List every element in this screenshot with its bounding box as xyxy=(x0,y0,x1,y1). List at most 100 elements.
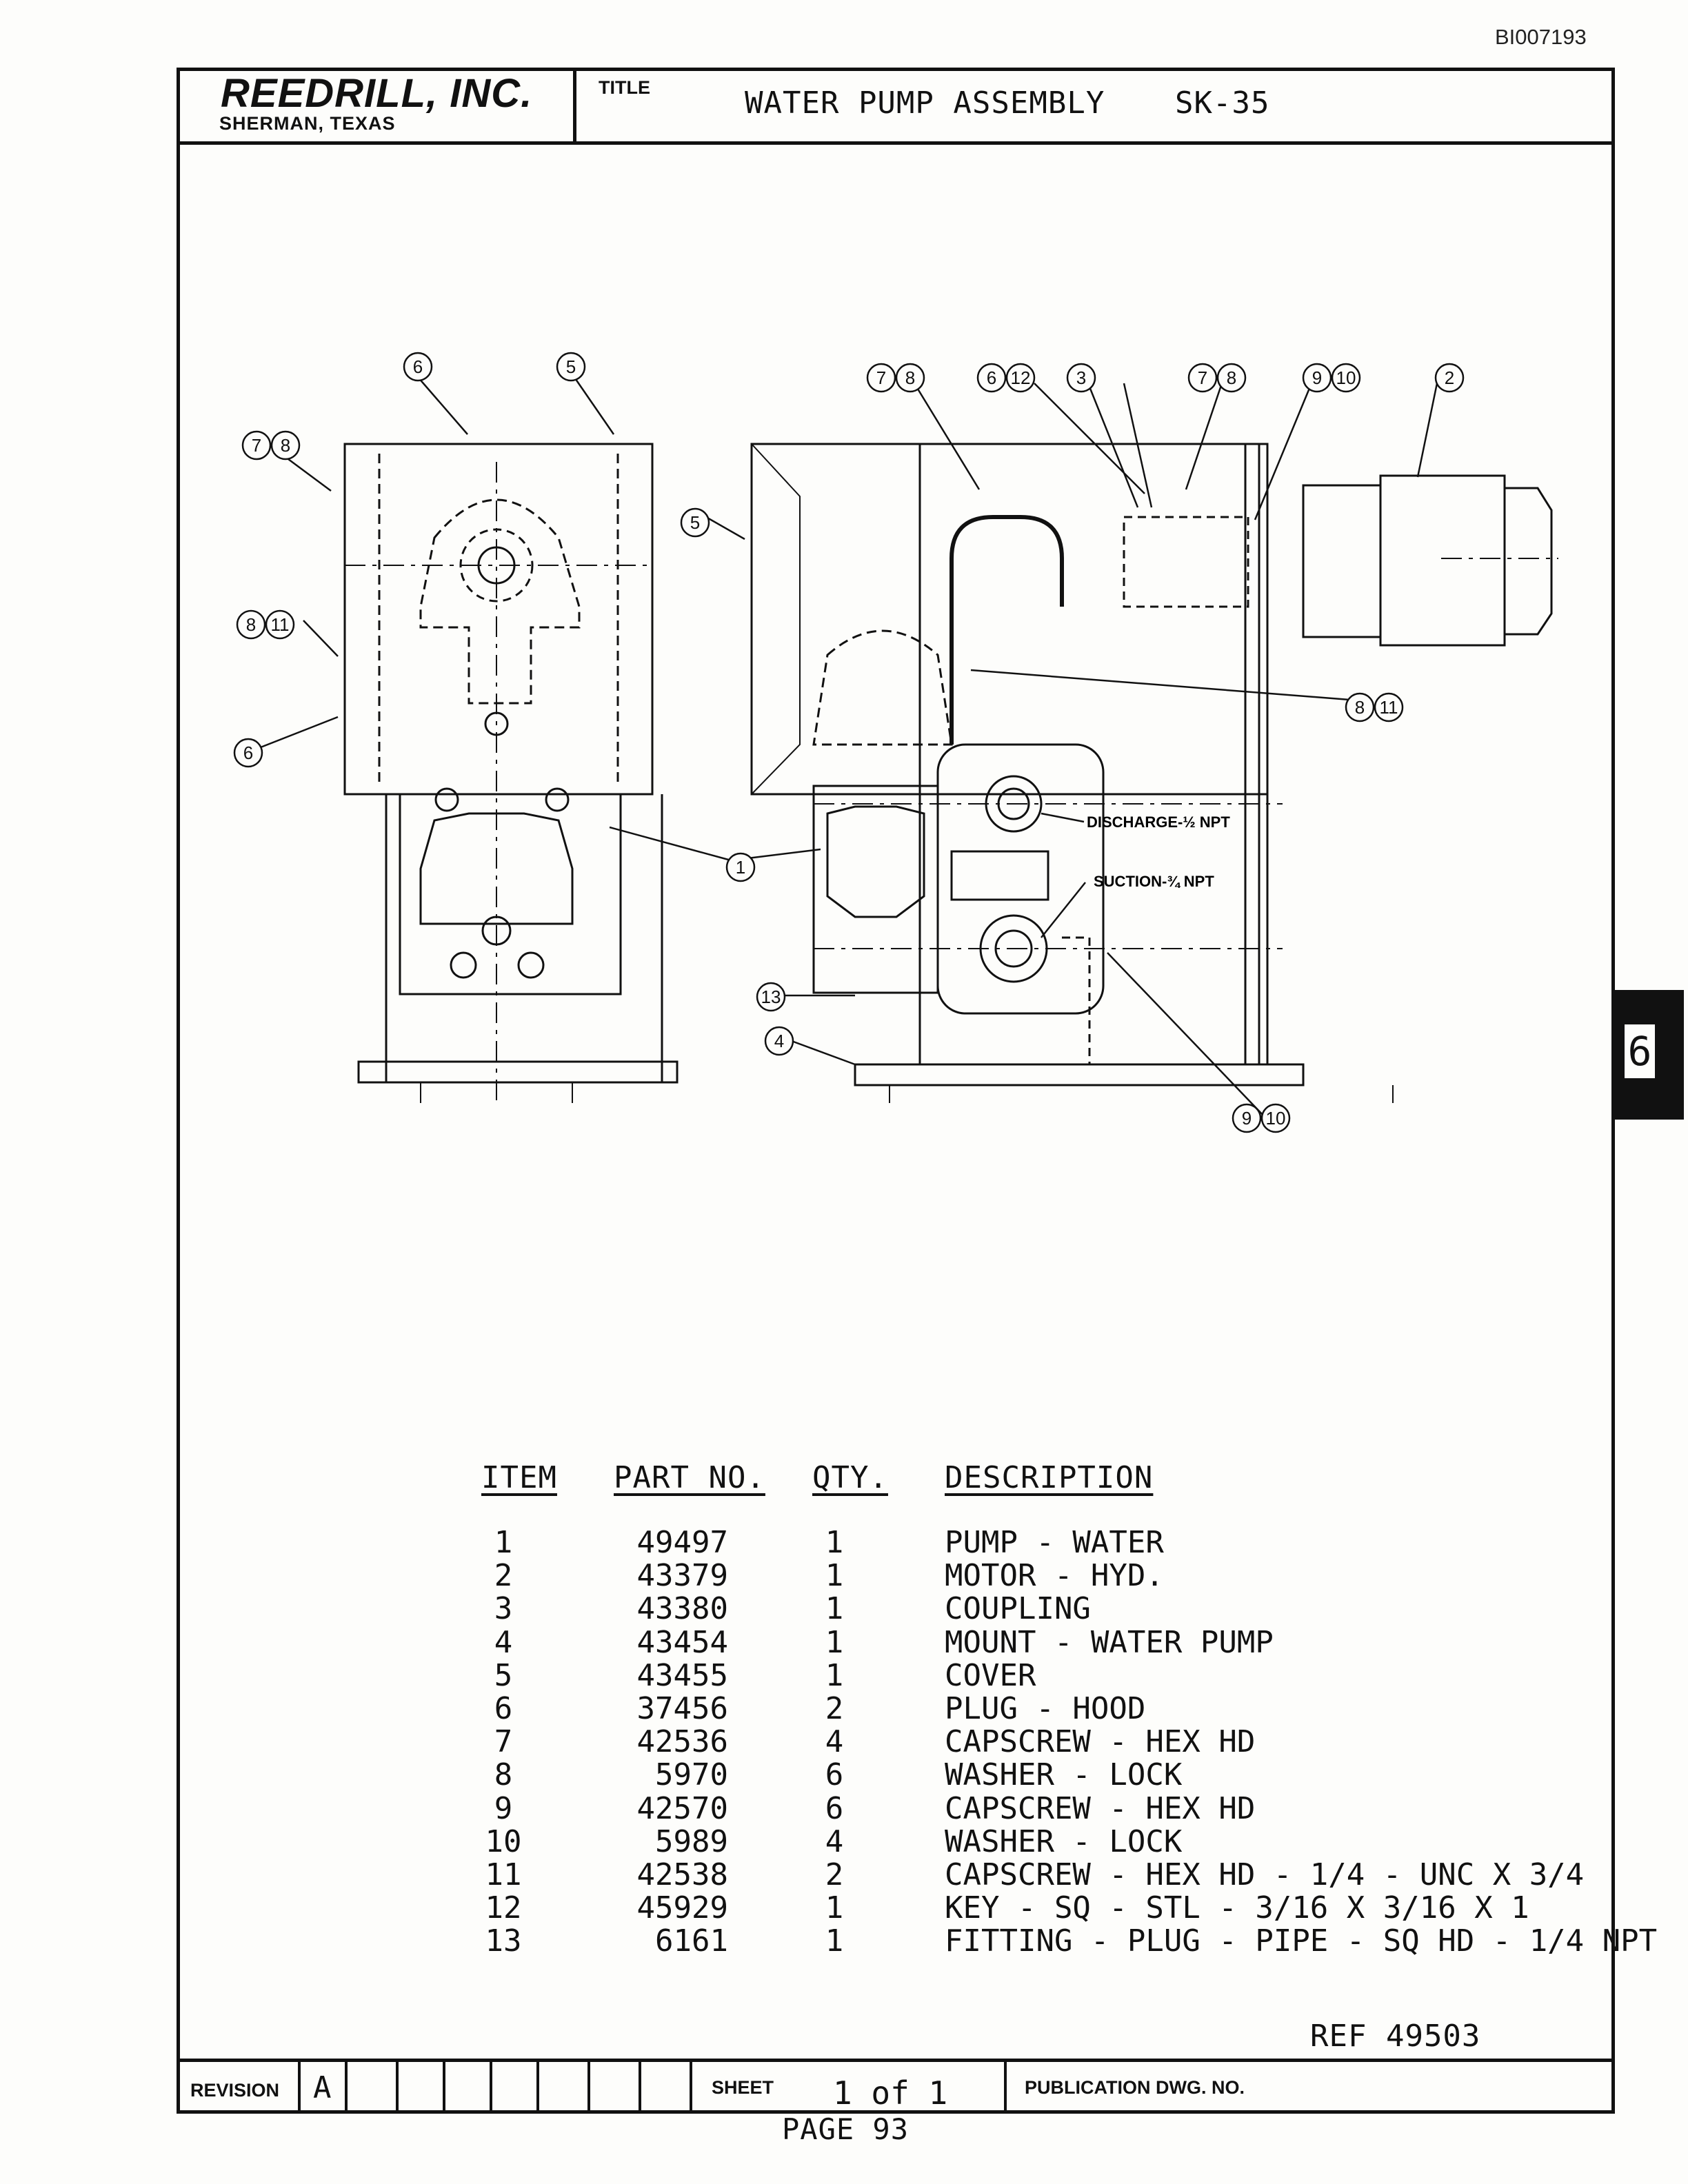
water-pump-body xyxy=(936,743,1105,1015)
left-cover xyxy=(343,443,654,796)
revision-value-cell: A xyxy=(301,2062,348,2114)
part-number: 42538 xyxy=(636,1857,728,1892)
sheet-label: SHEET xyxy=(712,2077,774,2098)
item-number: 7 xyxy=(494,1724,513,1760)
coupling xyxy=(1123,516,1249,608)
document-id: BI007193 xyxy=(1495,25,1587,49)
quantity: 1 xyxy=(825,1923,844,1959)
callout-label: 7 xyxy=(876,367,886,388)
callout-label: 8 xyxy=(246,614,256,635)
item-number: 11 xyxy=(485,1857,522,1892)
quantity: 1 xyxy=(825,1591,844,1627)
discharge-note: DISCHARGE-½ NPT xyxy=(1087,813,1230,831)
motor-body xyxy=(1379,474,1506,647)
callout-8 xyxy=(236,609,266,640)
description: COUPLING xyxy=(945,1591,1091,1627)
revision-value: A xyxy=(313,2070,332,2105)
callout-8 xyxy=(895,363,925,393)
callout-5 xyxy=(680,507,710,538)
callout-7 xyxy=(1187,363,1218,393)
right-cover xyxy=(750,443,1269,796)
callout-label: 5 xyxy=(690,512,700,533)
item-number: 9 xyxy=(494,1790,513,1826)
quantity: 2 xyxy=(825,1690,844,1726)
right-mount-base xyxy=(854,1063,1305,1086)
callout-label: 1 xyxy=(736,857,745,878)
description: CAPSCREW - HEX HD xyxy=(945,1724,1256,1760)
callout-7 xyxy=(866,363,896,393)
publication-cell: PUBLICATION DWG. NO. xyxy=(1007,2062,1611,2114)
callout-label: 8 xyxy=(905,367,915,388)
callout-label: 10 xyxy=(1336,367,1356,388)
revision-box xyxy=(641,2062,692,2114)
callout-8 xyxy=(270,430,301,461)
item-number: 3 xyxy=(494,1591,513,1627)
callout-1 xyxy=(725,852,756,882)
callout-8 xyxy=(1216,363,1247,393)
left-pump-outline xyxy=(378,454,619,786)
left-mount-base xyxy=(357,1060,679,1084)
quantity: 4 xyxy=(825,1724,844,1760)
item-number: 1 xyxy=(494,1525,513,1560)
callout-label: 11 xyxy=(271,614,290,635)
callout-12 xyxy=(1005,363,1036,393)
callout-4 xyxy=(764,1026,794,1056)
callout-7 xyxy=(241,430,272,461)
part-number: 49497 xyxy=(636,1525,728,1560)
item-number: 13 xyxy=(485,1923,522,1959)
callout-label: 6 xyxy=(243,742,253,763)
quantity: 1 xyxy=(825,1558,844,1594)
description: FITTING - PLUG - PIPE - SQ HD - 1/4 NPT xyxy=(945,1923,1658,1959)
description: PLUG - HOOD xyxy=(945,1690,1146,1726)
callout-label: 7 xyxy=(1198,367,1207,388)
callout-label: 13 xyxy=(761,987,781,1007)
part-number: 45929 xyxy=(636,1890,728,1926)
sheet-cell: SHEET 1 of 1 xyxy=(692,2062,1007,2114)
item-number: 10 xyxy=(485,1823,522,1859)
revision-box xyxy=(492,2062,539,2114)
company-location: SHERMAN, TEXAS xyxy=(219,113,396,134)
company-cell: REEDRILL, INC. SHERMAN, TEXAS xyxy=(177,68,576,141)
callout-9 xyxy=(1302,363,1332,393)
revision-label-cell: REVISION xyxy=(177,2062,301,2114)
description: WASHER - LOCK xyxy=(945,1823,1183,1859)
quantity: 2 xyxy=(825,1857,844,1892)
item-number: 5 xyxy=(494,1657,513,1693)
callout-label: 9 xyxy=(1242,1108,1252,1129)
callout-label: 6 xyxy=(987,367,996,388)
callout-label: 4 xyxy=(774,1031,784,1051)
drawing-code: SK-35 xyxy=(1175,85,1270,121)
revision-box xyxy=(590,2062,641,2114)
quantity: 6 xyxy=(825,1790,844,1826)
quantity: 1 xyxy=(825,1624,844,1660)
column-header-qty: QTY. xyxy=(812,1460,888,1495)
quantity: 6 xyxy=(825,1757,844,1793)
revision-box xyxy=(348,2062,399,2114)
callout-3 xyxy=(1066,363,1096,393)
revision-box xyxy=(539,2062,590,2114)
item-number: 6 xyxy=(494,1690,513,1726)
callout-10 xyxy=(1331,363,1361,393)
section-tab[interactable]: 6 xyxy=(1615,990,1684,1120)
callout-label: 6 xyxy=(413,356,423,377)
quantity: 1 xyxy=(825,1657,844,1693)
part-number: 5970 xyxy=(655,1757,728,1793)
part-number: 42570 xyxy=(636,1790,728,1826)
sheet-value: 1 of 1 xyxy=(833,2074,948,2112)
callout-label: 5 xyxy=(566,356,576,377)
callout-label: 12 xyxy=(1011,367,1031,388)
drawing-title: WATER PUMP ASSEMBLY xyxy=(745,85,1105,121)
suction-note: SUCTION-¾ NPT xyxy=(1094,873,1214,890)
revision-label: REVISION xyxy=(190,2080,280,2101)
description: KEY - SQ - STL - 3/16 X 3/16 X 1 xyxy=(945,1890,1529,1926)
